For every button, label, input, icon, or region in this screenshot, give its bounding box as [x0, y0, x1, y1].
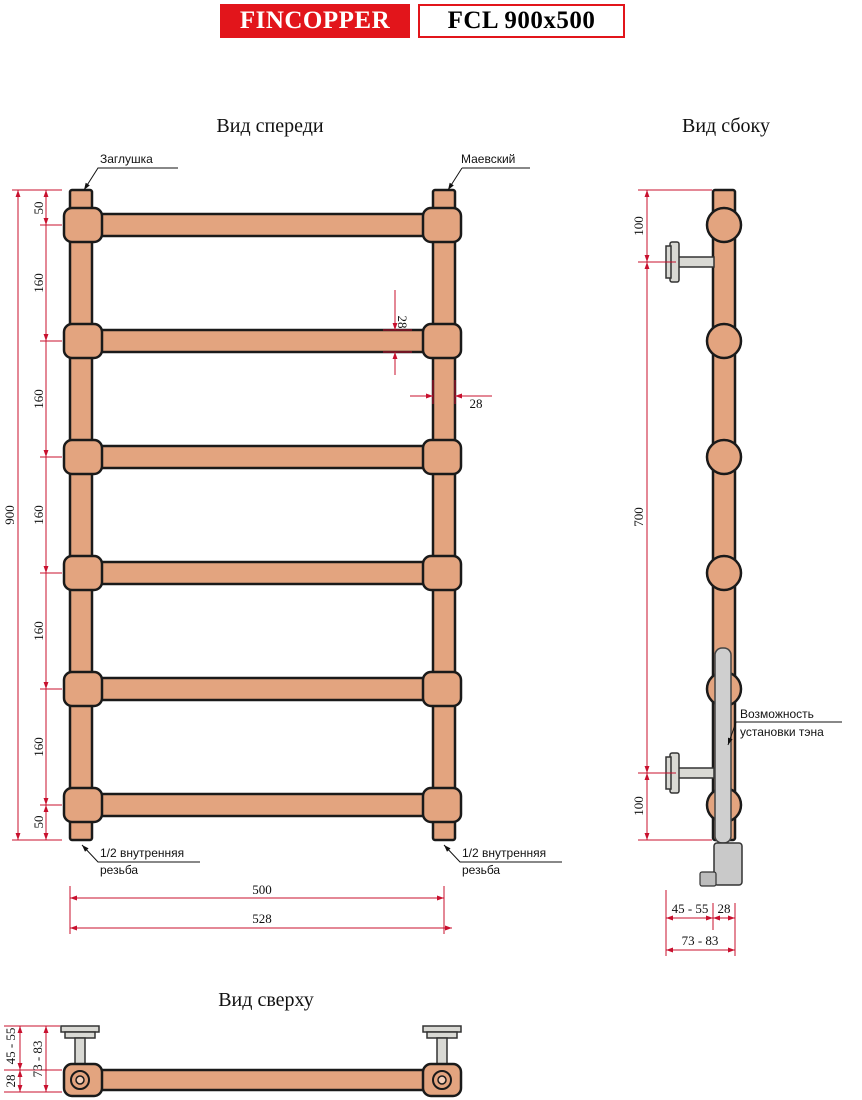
top-right-end: [421, 1025, 463, 1098]
height-value: 900: [2, 505, 17, 525]
step-value: 160: [31, 389, 46, 409]
side-bottom-value: 100: [631, 796, 646, 816]
crossbar: [93, 212, 427, 238]
side-view: Возможность установки тэна 100 700 100 4…: [631, 188, 842, 956]
side-depth-value: 73 - 83: [682, 933, 719, 948]
thread-right-leader: [443, 844, 562, 863]
heater-leader: [727, 721, 842, 746]
heater-label-2: установки тэна: [740, 725, 824, 739]
side-bar-end: [705, 206, 743, 244]
crossbar: [93, 792, 427, 818]
crossbar: [93, 676, 427, 702]
joint: [62, 438, 104, 476]
thread-left-label-1: 1/2 внутренняя: [100, 846, 184, 860]
mayevsky-leader: [448, 167, 530, 190]
top-crossbar: [93, 1068, 427, 1092]
joint: [421, 670, 463, 708]
riser-pipe: [431, 188, 457, 842]
side-offset-value: 45 - 55: [672, 901, 709, 916]
thread-right-label-2: резьба: [462, 863, 500, 877]
riser-thickness-value: 28: [470, 396, 483, 411]
joint: [421, 322, 463, 360]
joint: [62, 554, 104, 592]
brand-label: FINCOPPER: [220, 4, 410, 38]
step-top-value: 50: [31, 202, 46, 215]
joint: [421, 786, 463, 824]
thread-right-label-1: 1/2 внутренняя: [462, 846, 546, 860]
joint: [62, 322, 104, 360]
total-width-value: 528: [252, 911, 272, 926]
model-label: FCL 900x500: [418, 4, 625, 38]
side-middle-value: 700: [631, 507, 646, 527]
crossbars: [93, 212, 427, 818]
crossbar: [93, 560, 427, 586]
bracket-plate: [60, 1025, 100, 1033]
side-view-title: Вид сбоку: [682, 115, 770, 137]
top-left-end: [60, 1025, 104, 1098]
joint: [62, 206, 104, 244]
front-view: Заглушка Маевский 1/2 внутренняя резьба …: [2, 152, 562, 934]
bar-thickness-value: 28: [395, 316, 410, 329]
bracket-plate: [422, 1025, 462, 1033]
step-value: 160: [31, 621, 46, 641]
bracket-flange: [426, 1031, 458, 1039]
step-bottom-value: 50: [31, 816, 46, 829]
bracket-arm: [677, 767, 715, 779]
bracket-flange: [64, 1031, 96, 1039]
side-bar-end: [705, 554, 743, 592]
mayevsky-label: Маевский: [461, 152, 515, 166]
top-view-title: Вид сверху: [218, 989, 314, 1011]
joint: [421, 206, 463, 244]
plug-leader: [83, 167, 178, 191]
plug-label: Заглушка: [100, 152, 153, 166]
heater-label-1: Возможность: [740, 707, 814, 721]
side-pipe-value: 28: [718, 901, 731, 916]
joint: [421, 438, 463, 476]
heater-plug: [699, 871, 717, 887]
step-value: 160: [31, 505, 46, 525]
step-value: 160: [31, 273, 46, 293]
top-view: 45 - 55 28 73 - 83: [3, 1025, 463, 1098]
right-riser: [421, 188, 463, 842]
axes-width-value: 500: [252, 882, 272, 897]
step-value: 160: [31, 737, 46, 757]
joint: [62, 786, 104, 824]
front-view-title: Вид спереди: [216, 115, 323, 137]
heater-rod: [714, 647, 732, 844]
bracket-arm: [436, 1037, 448, 1067]
heater-element: [699, 647, 743, 887]
riser-pipe: [68, 188, 94, 842]
heater-body: [713, 842, 743, 886]
side-top-value: 100: [631, 216, 646, 236]
joint: [62, 670, 104, 708]
bracket-arm: [677, 256, 715, 268]
top-depth-value: 73 - 83: [30, 1041, 45, 1078]
riser-bore: [75, 1075, 85, 1085]
riser-bore: [437, 1075, 447, 1085]
bracket-arm: [74, 1037, 86, 1067]
top-pipe-value: 28: [3, 1075, 18, 1088]
crossbar: [93, 328, 427, 354]
joint: [421, 554, 463, 592]
thread-left-leader: [81, 844, 200, 863]
side-bar-end: [705, 438, 743, 476]
crossbar: [93, 444, 427, 470]
thread-left-label-2: резьба: [100, 863, 138, 877]
left-riser: [62, 188, 104, 842]
side-bar-end: [705, 322, 743, 360]
top-offset-value: 45 - 55: [3, 1028, 18, 1065]
spacing-dimensions: 50 160 160 160 160 160 50: [31, 190, 62, 840]
